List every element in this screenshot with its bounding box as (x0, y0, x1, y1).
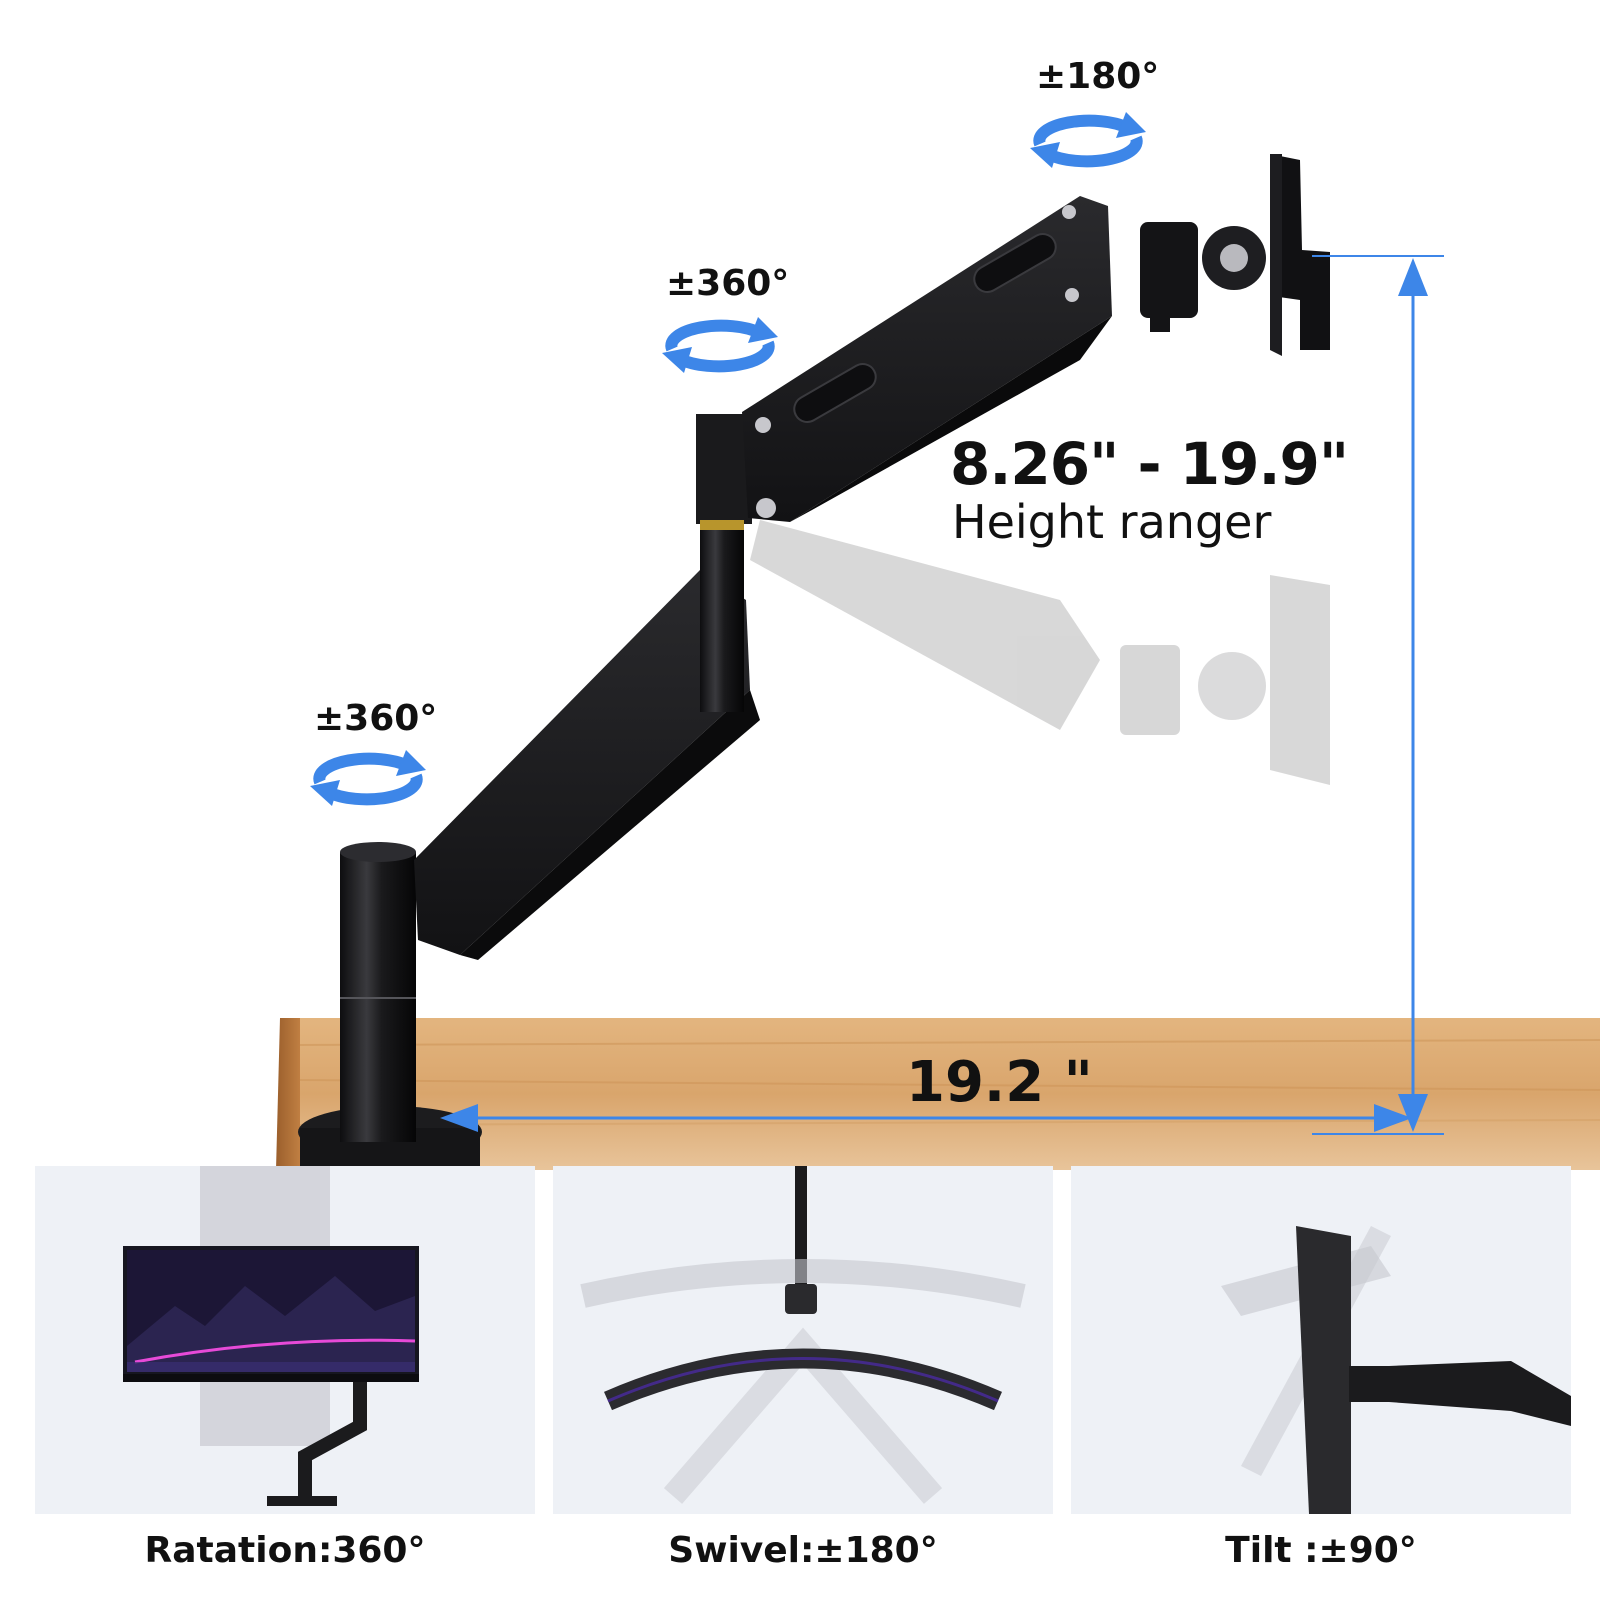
rotate-arrows-icon (310, 750, 426, 806)
feature-caption-tilt: Tilt :±90° (1225, 1530, 1417, 1571)
top-rotation-label: ±180° (1036, 56, 1160, 97)
rotate-arrows-icon (1030, 112, 1146, 168)
rotation-illustration (123, 1166, 419, 1506)
vesa-head (1140, 154, 1330, 356)
lowered-arm-ghost (750, 520, 1330, 785)
feature-caption-swivel: Swivel:±180° (668, 1530, 938, 1571)
lower-arm (414, 570, 760, 960)
height-range-value: 8.26" - 19.9" (950, 430, 1349, 498)
height-range-label: Height ranger (952, 495, 1272, 549)
height-dimension (1312, 255, 1444, 1135)
feature-caption-rotation: Ratation:360° (144, 1530, 426, 1571)
upper-arm (742, 196, 1112, 522)
rotation-panel (35, 1166, 535, 1514)
tilt-illustration (1221, 1226, 1571, 1514)
swivel-illustration (580, 1166, 1026, 1504)
desk (276, 1018, 1600, 1170)
product-scene (276, 112, 1600, 1170)
base-pole (340, 842, 416, 1142)
swivel-panel (553, 1166, 1053, 1514)
arm-extension-label: 19.2 " (906, 1050, 1093, 1115)
middle-rotation-label: ±360° (666, 263, 790, 304)
elbow-joint (696, 414, 752, 712)
base-rotation-label: ±360° (314, 698, 438, 739)
rotate-arrows-icon (662, 317, 778, 373)
extension-dimension (440, 1104, 1412, 1132)
tilt-panel (1071, 1166, 1571, 1514)
